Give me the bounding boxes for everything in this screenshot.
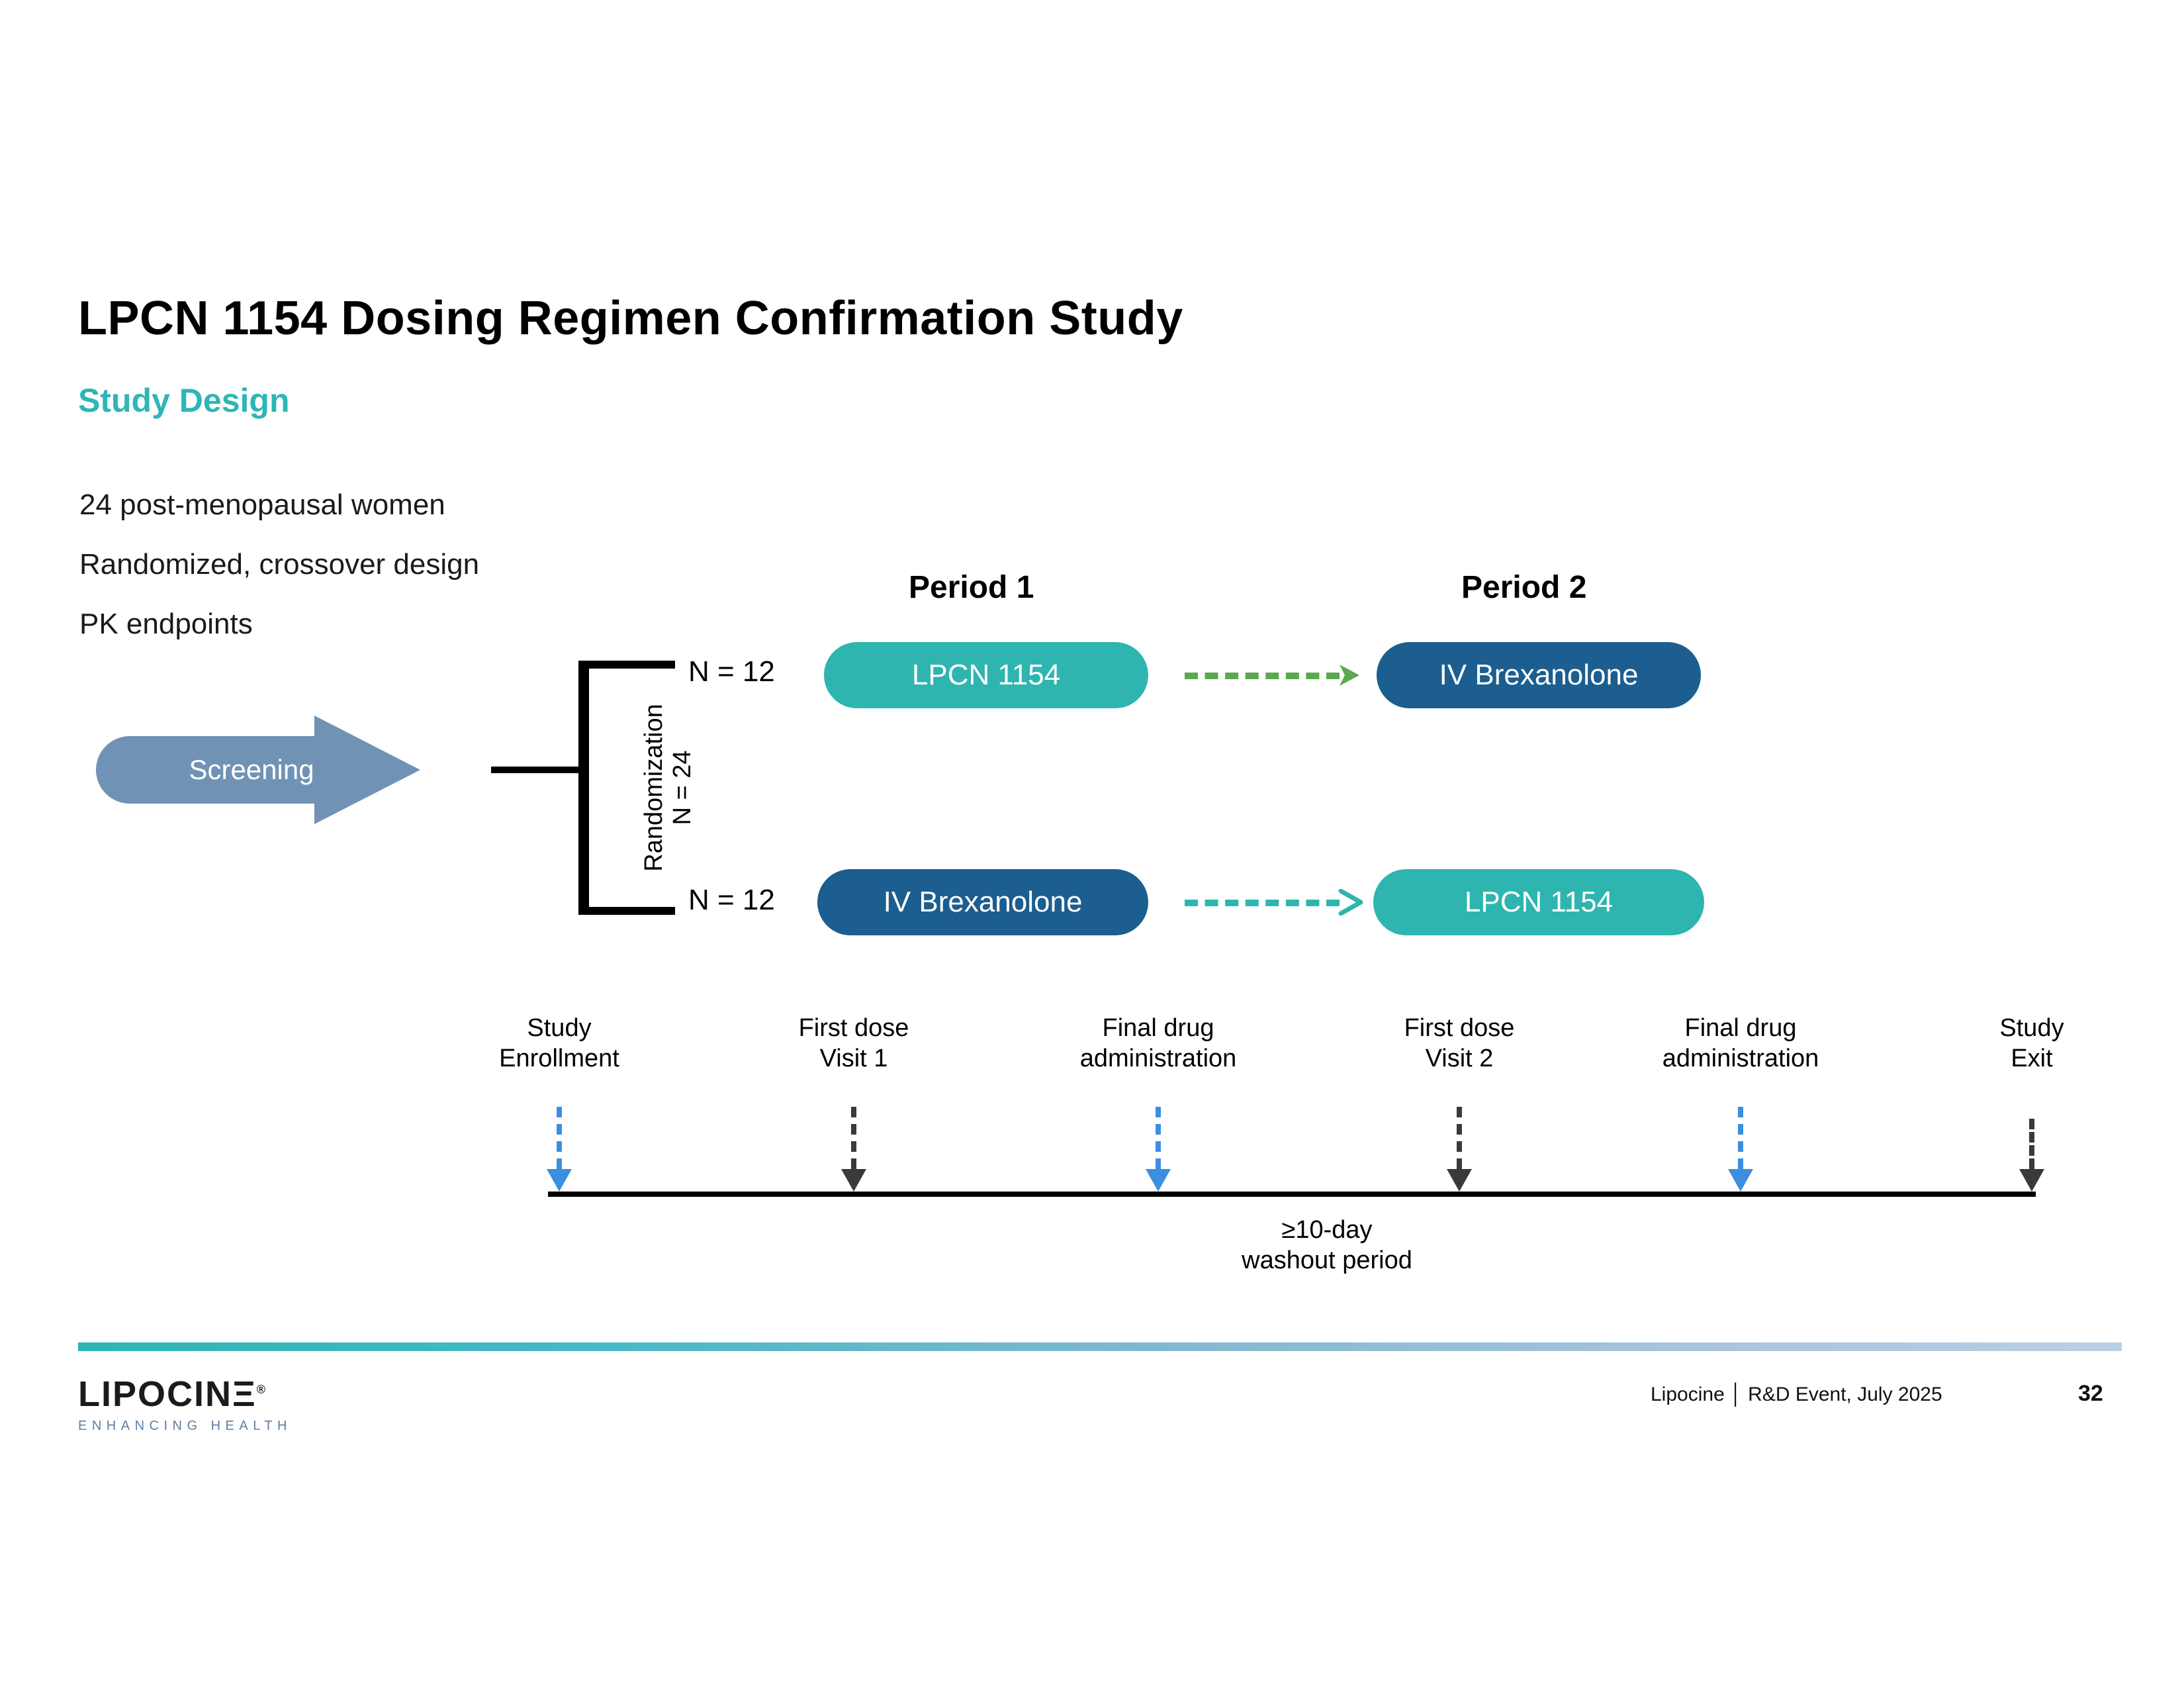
crossover-arrow-arm2 [1185,888,1363,916]
timeline-marker-arrowhead-icon [1447,1169,1472,1192]
arm2-period1-treatment: IV Brexanolone [817,869,1148,935]
timeline-marker-stem [1457,1107,1462,1169]
page-number: 32 [2078,1381,2103,1406]
randomization-bracket-arm-top [578,661,675,669]
screening-arrow-head-icon [314,716,420,824]
timeline-marker-line1: Study [1999,1014,2064,1042]
timeline-marker-arrowhead-icon [1728,1169,1753,1192]
timeline-marker: First dose Visit 1 [728,1013,979,1192]
timeline-marker-line1: Final drug [1684,1014,1797,1042]
timeline-marker-label: Final drug administration [1615,1013,1866,1074]
bullet-item: Randomized, crossover design [79,548,480,581]
timeline-marker-line2: Visit 1 [819,1045,888,1073]
arm-n-label: N = 12 [688,884,775,916]
crossover-arrow-head-icon [1337,888,1363,916]
lipocine-logo: LIPOCINΞ® ENHANCING HEALTH [78,1374,296,1434]
washout-line2: washout period [1242,1246,1412,1275]
timeline-marker-stem [2029,1119,2034,1169]
timeline-marker-label: First dose Visit 1 [728,1013,979,1074]
randomization-label-line1: Randomization [640,704,668,872]
timeline-marker: Study Exit [1906,1013,2158,1192]
page-title: LPCN 1154 Dosing Regimen Confirmation St… [78,292,1183,345]
timeline-marker: Final drug administration [1032,1013,1284,1192]
washout-note: ≥10-day washout period [1142,1215,1512,1276]
timeline-marker-line2: administration [1079,1045,1237,1073]
bullet-item: PK endpoints [79,608,253,640]
timeline-marker-stem [851,1107,856,1169]
timeline-marker-line1: First dose [1404,1014,1515,1042]
timeline-marker-arrowhead-icon [2019,1169,2044,1192]
footer-credit: Lipocine │ R&D Event, July 2025 [1651,1383,1942,1405]
timeline-axis [548,1192,2036,1197]
footer-rule [78,1342,2122,1351]
timeline-marker-label: Final drug administration [1032,1013,1284,1074]
randomization-label-line2: N = 24 [668,750,696,825]
randomization-connector [491,767,584,773]
timeline-marker-line2: Exit [2011,1045,2053,1073]
randomization-bracket [578,661,589,915]
arm1-period1-treatment: LPCN 1154 [824,642,1148,708]
page-subtitle: Study Design [78,382,290,419]
timeline-marker-arrowhead-icon [547,1169,572,1192]
logo-wordmark: LIPOCINΞ® [78,1374,296,1415]
timeline-marker-stem [1738,1107,1743,1169]
randomization-label: Randomization N = 24 [640,662,696,914]
bullet-item: 24 post-menopausal women [79,489,445,521]
timeline-marker-stem [557,1107,562,1169]
period-2-header: Period 2 [1461,570,1587,605]
logo-tagline: ENHANCING HEALTH [78,1419,292,1433]
timeline-marker-line1: First dose [798,1014,909,1042]
timeline-marker-arrowhead-icon [1146,1169,1171,1192]
crossover-arrow-line [1185,673,1340,679]
timeline-marker-line1: Study [527,1014,592,1042]
timeline-marker-line2: Enrollment [499,1045,619,1073]
arm1-period2-treatment: IV Brexanolone [1377,642,1701,708]
timeline-marker-label: Study Enrollment [433,1013,685,1074]
screening-label: Screening [189,754,314,785]
crossover-arrow-head-icon [1337,662,1363,688]
logo-word-text: LIPOCINΞ [78,1374,257,1414]
washout-line1: ≥10-day [1281,1216,1373,1244]
timeline-marker: Final drug administration [1615,1013,1866,1192]
timeline-marker-label: Study Exit [1906,1013,2158,1074]
logo-registered-icon: ® [256,1383,267,1396]
screening-arrow-body [96,736,347,804]
timeline-marker-line2: administration [1662,1045,1819,1073]
timeline-marker-line1: Final drug [1102,1014,1214,1042]
timeline-marker-arrowhead-icon [841,1169,866,1192]
timeline-marker: Study Enrollment [433,1013,685,1192]
timeline-marker-line2: Visit 2 [1425,1045,1494,1073]
screening-arrow: Screening [96,716,420,824]
timeline-marker-stem [1156,1107,1161,1169]
timeline-marker: First dose Visit 2 [1334,1013,1585,1192]
timeline-marker-label: First dose Visit 2 [1334,1013,1585,1074]
arm2-period2-treatment: LPCN 1154 [1373,869,1704,935]
arm-n-label: N = 12 [688,655,775,688]
randomization-bracket-arm-bottom [578,907,675,915]
crossover-arrow-arm1 [1185,662,1363,688]
period-1-header: Period 1 [909,570,1034,605]
crossover-arrow-line [1185,900,1340,906]
